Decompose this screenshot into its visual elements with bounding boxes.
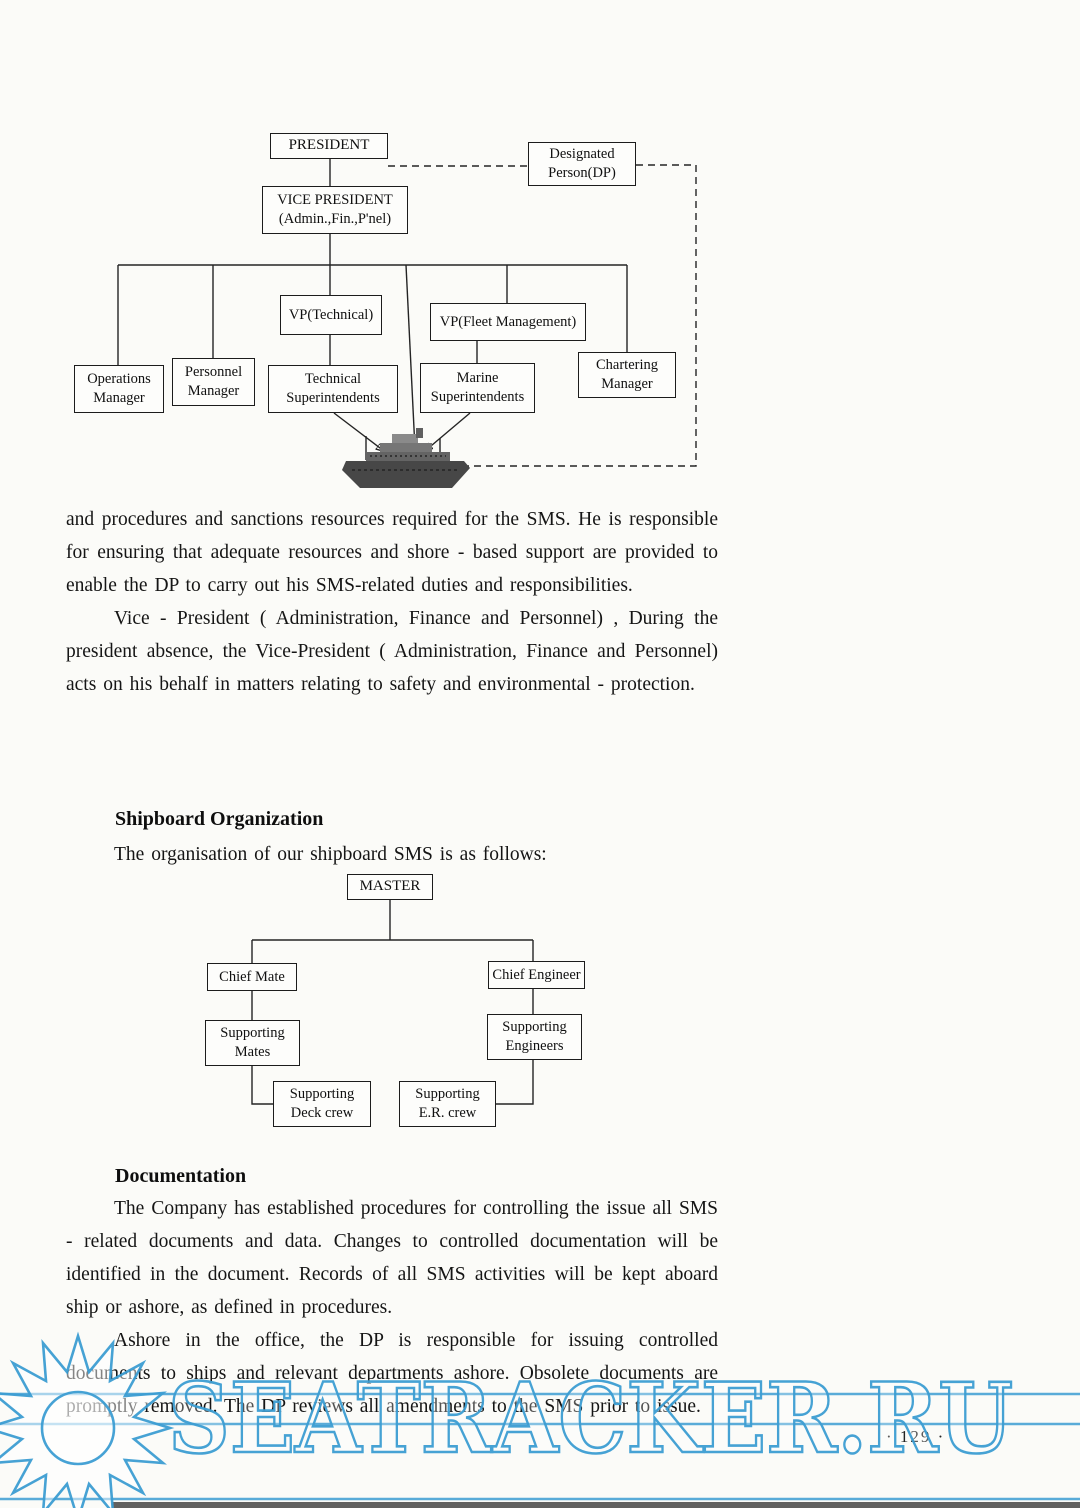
paragraph: Ashore in the office, the DP is responsi… [66, 1330, 718, 1417]
org-box-supporting-deck-crew: Supporting Deck crew [273, 1081, 371, 1127]
paragraph: The organisation of our shipboard SMS is… [114, 844, 547, 865]
org-box-vice-president: VICE PRESIDENT (Admin.,Fin.,P'nel) [262, 186, 408, 234]
org-box-chief-mate: Chief Mate [207, 963, 297, 991]
paragraph: Vice - President ( Administration, Finan… [66, 608, 718, 695]
paragraph: The Company has established procedures f… [66, 1198, 718, 1318]
paragraph: and procedures and sanctions resources r… [66, 509, 718, 596]
section-heading-shipboard-organization: Shipboard Organization [115, 808, 324, 830]
org-box-vp-technical: VP(Technical) [280, 295, 382, 335]
org-box-personnel-manager: Personnel Manager [172, 358, 255, 406]
shipboard-intro-block: The organisation of our shipboard SMS is… [66, 838, 718, 871]
ship-icon [342, 428, 470, 488]
scan-edge [112, 1502, 1080, 1508]
org-box-chartering-manager: Chartering Manager [578, 352, 676, 398]
org-box-president: PRESIDENT [270, 133, 388, 159]
org-box-chief-engineer: Chief Engineer [488, 961, 585, 989]
body-text: and procedures and sanctions resources r… [66, 503, 718, 701]
org-box-supporting-er-crew: Supporting E.R. crew [399, 1081, 496, 1127]
org-box-marine-superintendents: Marine Superintendents [420, 363, 535, 413]
shipboard-chart-lines [251, 900, 534, 1105]
org-box-master: MASTER [347, 874, 433, 900]
page-number: · 129 · [886, 1427, 946, 1446]
section-heading-documentation: Documentation [115, 1165, 247, 1187]
org-box-vp-fleet-management: VP(Fleet Management) [430, 303, 586, 341]
org-box-supporting-mates: Supporting Mates [205, 1020, 300, 1066]
org-box-supporting-engineers: Supporting Engineers [487, 1014, 582, 1060]
documentation-text: The Company has established procedures f… [66, 1192, 718, 1423]
org-box-designated-person: Designated Person(DP) [528, 142, 636, 186]
org-box-technical-superintendents: Technical Superintendents [268, 365, 398, 413]
org-box-operations-manager: Operations Manager [74, 365, 164, 413]
